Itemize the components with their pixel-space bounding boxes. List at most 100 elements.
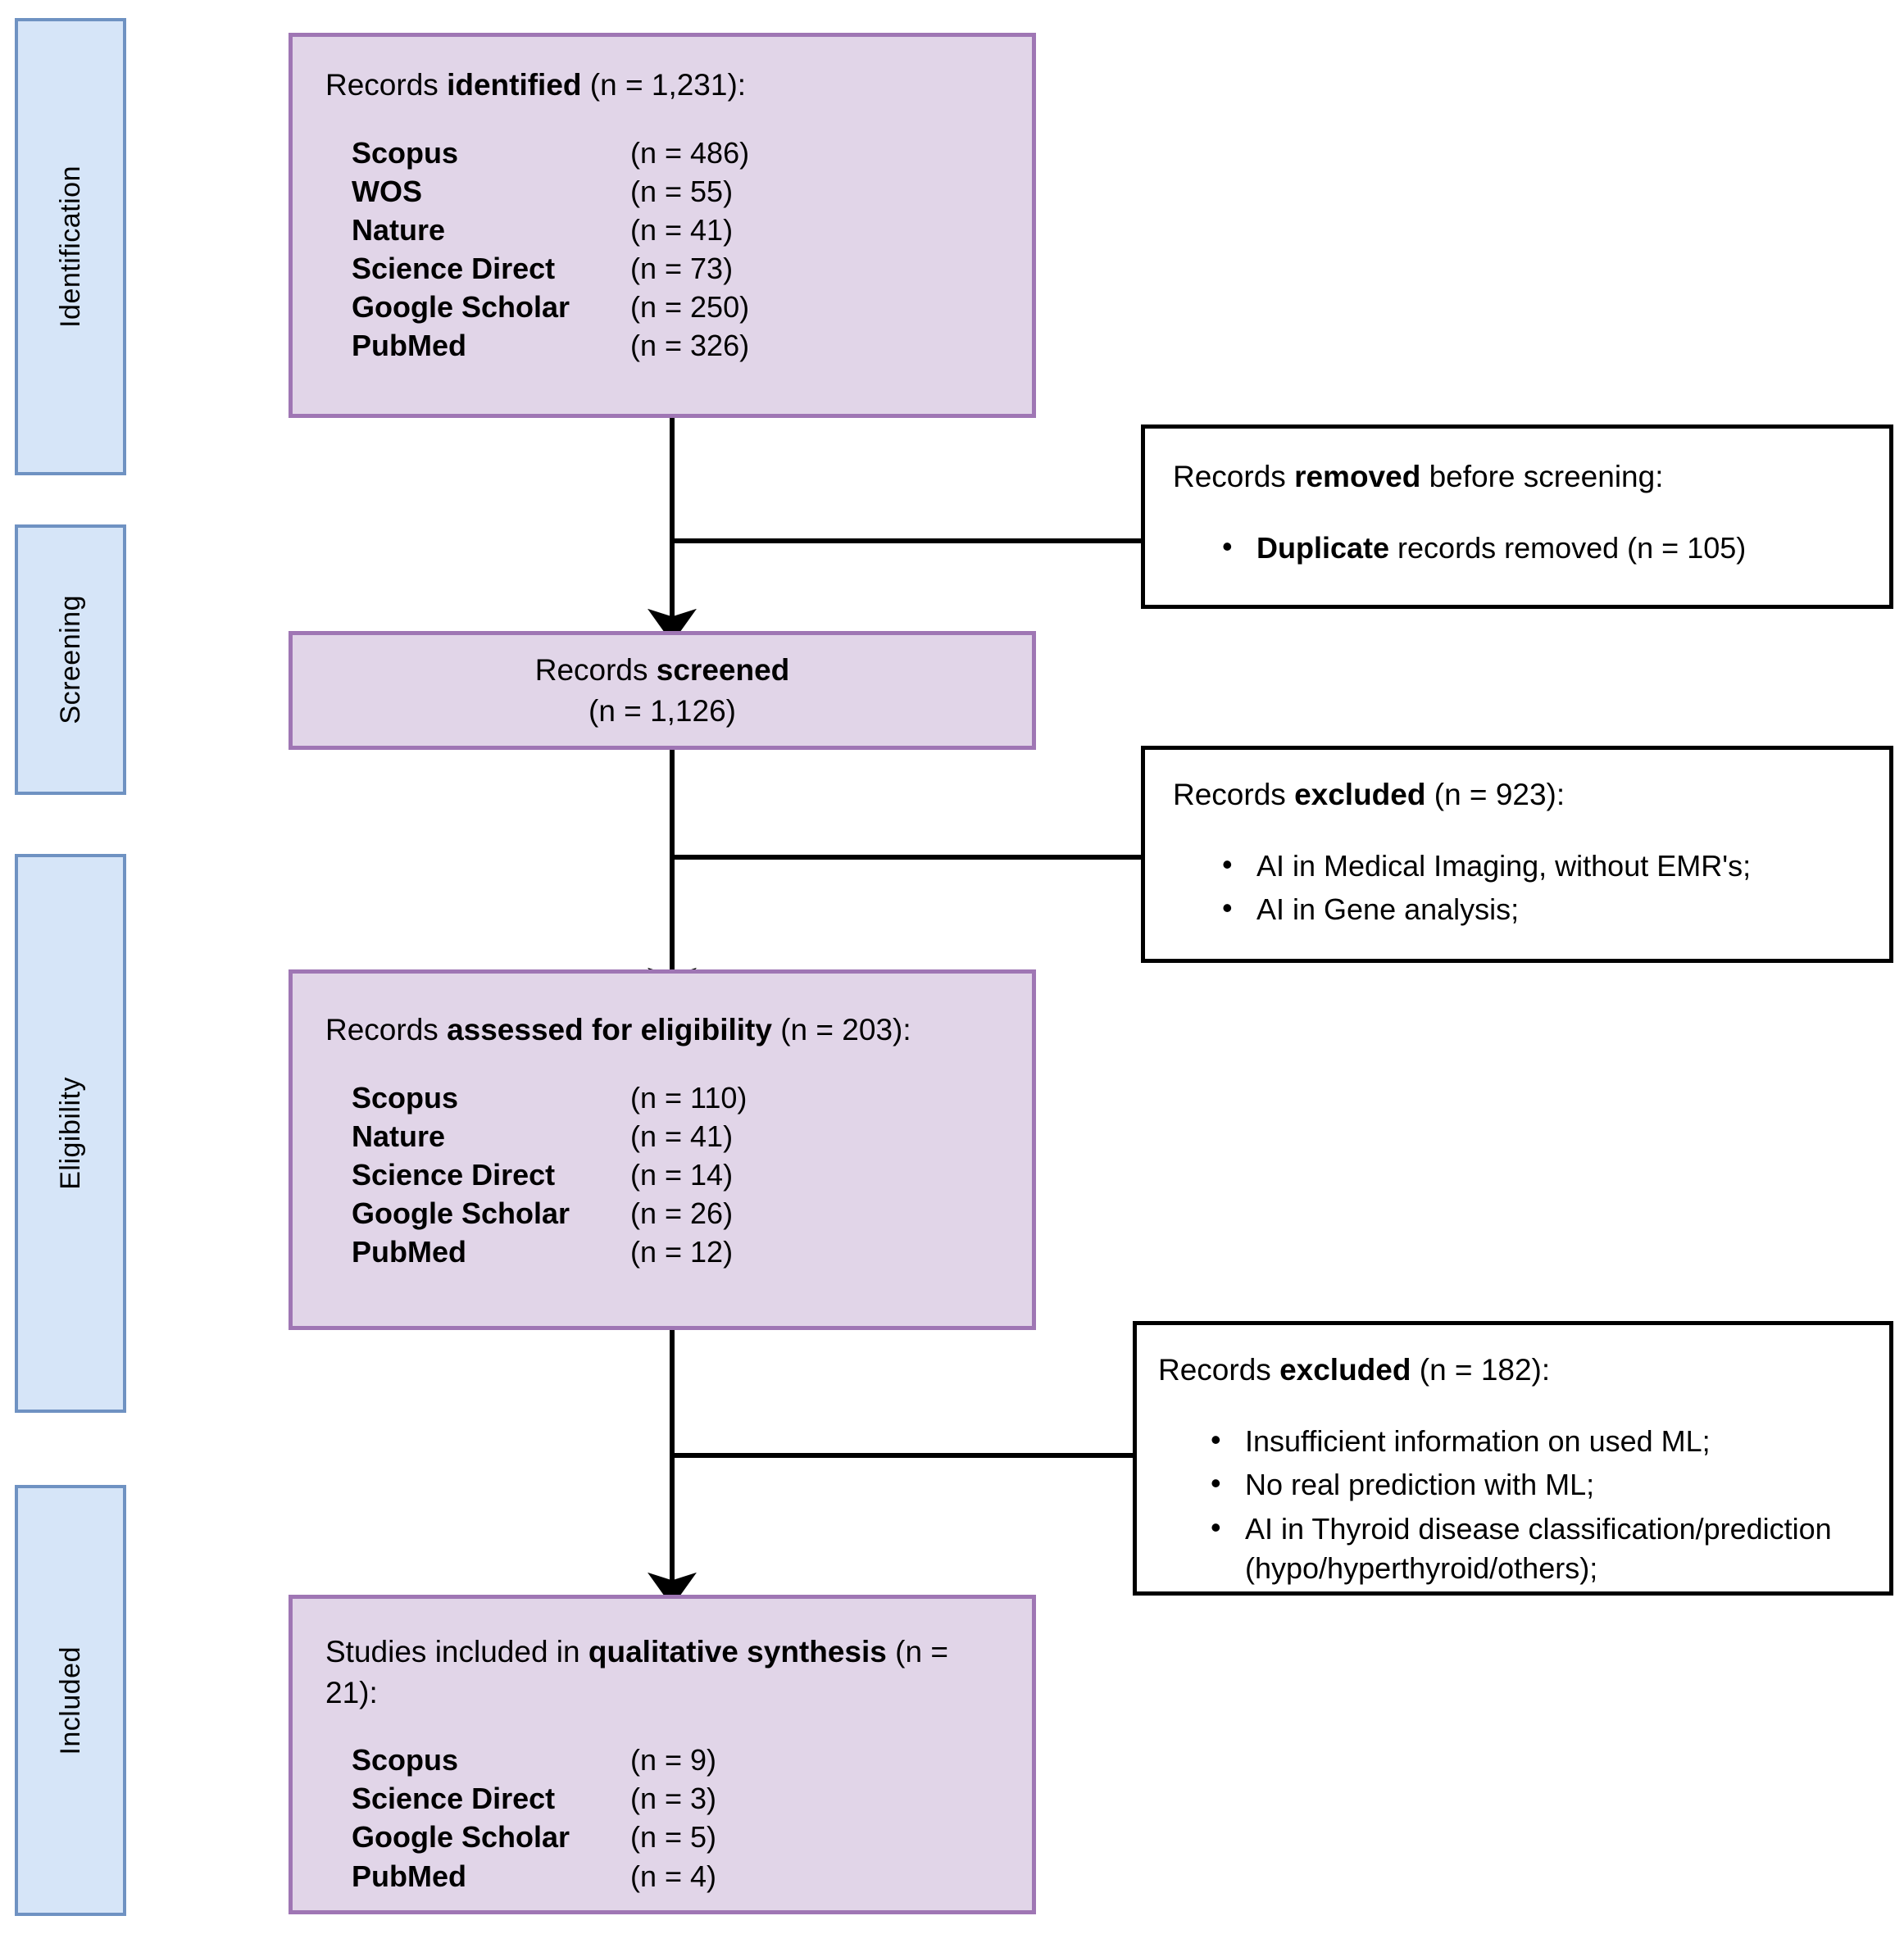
source-count: (n = 9) <box>630 1743 717 1777</box>
source-row: Science Direct (n = 73) <box>352 249 999 288</box>
bullet-text: records removed (n = 105) <box>1389 530 1747 565</box>
source-row: Google Scholar (n = 5) <box>352 1818 999 1856</box>
eligibility-source-list: Scopus (n = 110) Nature (n = 41) Science… <box>352 1078 999 1272</box>
bullet-item: Insufficient information on used ML; <box>1211 1420 1868 1461</box>
source-count: (n = 3) <box>630 1782 717 1816</box>
source-row: Scopus (n = 110) <box>352 1078 999 1117</box>
identification-source-list: Scopus (n = 486) WOS (n = 55) Nature (n … <box>352 134 999 365</box>
heading-emphasis: excluded <box>1279 1353 1411 1387</box>
source-name: Google Scholar <box>352 1820 570 1855</box>
source-row: Science Direct (n = 3) <box>352 1779 999 1818</box>
stage-label-text: Screening <box>54 595 86 724</box>
heading-emphasis: qualitative synthesis <box>588 1635 887 1668</box>
heading-suffix: before screening: <box>1420 460 1664 493</box>
stage-label-screening: Screening <box>15 524 126 795</box>
included-source-list: Scopus (n = 9) Science Direct (n = 3) Go… <box>352 1741 999 1895</box>
bullet-text: AI in Medical Imaging, without EMR's; <box>1256 848 1752 883</box>
source-name: Nature <box>352 212 446 247</box>
heading-suffix: (n = 182): <box>1411 1353 1551 1387</box>
stage-label-text: Identification <box>54 166 86 328</box>
bullet-item: AI in Medical Imaging, without EMR's; <box>1222 845 1861 886</box>
heading-suffix: (n = 203): <box>771 1013 911 1046</box>
source-name: WOS <box>352 174 422 208</box>
bullet-item: AI in Gene analysis; <box>1222 888 1861 929</box>
records-eligibility-box: Records assessed for eligibility (n = 20… <box>289 969 1036 1330</box>
source-count: (n = 110) <box>630 1080 748 1115</box>
source-count: (n = 55) <box>630 174 734 208</box>
source-name: Scopus <box>352 1080 459 1115</box>
records-removed-bullet-list: Duplicate records removed (n = 105) <box>1173 527 1861 568</box>
stage-label-identification: Identification <box>15 18 126 475</box>
source-row: PubMed (n = 326) <box>352 326 999 365</box>
heading-prefix: Studies included in <box>325 1635 588 1668</box>
heading-suffix: (n = 21): <box>325 1635 948 1709</box>
studies-included-box: Studies included in qualitative synthesi… <box>289 1595 1036 1914</box>
records-removed-heading: Records removed before screening: <box>1173 456 1861 497</box>
source-name: PubMed <box>352 1859 466 1893</box>
source-row: Nature (n = 41) <box>352 1117 999 1155</box>
records-identified-heading: Records identified (n = 1,231): <box>325 65 999 106</box>
bullet-text: No real prediction with ML; <box>1245 1468 1595 1502</box>
source-name: PubMed <box>352 329 466 363</box>
source-row: PubMed (n = 12) <box>352 1233 999 1271</box>
bullet-text: Insufficient information on used ML; <box>1245 1423 1711 1458</box>
source-count: (n = 41) <box>630 1119 734 1153</box>
heading-emphasis: assessed for eligibility <box>447 1013 772 1046</box>
source-count: (n = 486) <box>630 135 750 170</box>
heading-suffix: (n = 1,231): <box>581 68 747 102</box>
source-name: Google Scholar <box>352 290 570 325</box>
heading-count: (n = 1,126) <box>588 693 736 728</box>
heading-emphasis: excluded <box>1294 778 1426 811</box>
records-excluded-screening-bullet-list: AI in Medical Imaging, without EMR's; AI… <box>1173 845 1861 930</box>
stage-label-text: Included <box>54 1646 86 1755</box>
records-screened-heading: Records screened (n = 1,126) <box>535 650 790 731</box>
bullet-item: Duplicate records removed (n = 105) <box>1222 527 1861 568</box>
source-count: (n = 14) <box>630 1157 734 1192</box>
studies-included-heading: Studies included in qualitative synthesi… <box>325 1632 999 1713</box>
records-removed-box: Records removed before screening: Duplic… <box>1141 424 1893 609</box>
source-row: WOS (n = 55) <box>352 172 999 211</box>
source-row: Science Direct (n = 14) <box>352 1155 999 1194</box>
heading-prefix: Records <box>534 652 657 687</box>
heading-prefix: Records <box>1173 778 1295 811</box>
source-row: Scopus (n = 486) <box>352 134 999 172</box>
heading-emphasis: removed <box>1294 460 1421 493</box>
stage-label-text: Eligibility <box>54 1077 86 1190</box>
heading-emphasis: screened <box>656 652 790 687</box>
source-name: Nature <box>352 1119 446 1153</box>
stage-label-included: Included <box>15 1485 126 1916</box>
heading-prefix: Records <box>1173 460 1295 493</box>
source-count: (n = 250) <box>630 290 750 325</box>
source-name: Google Scholar <box>352 1196 570 1231</box>
source-count: (n = 4) <box>630 1859 717 1893</box>
source-count: (n = 12) <box>630 1235 734 1269</box>
records-excluded-screening-box: Records excluded (n = 923): AI in Medica… <box>1141 746 1893 963</box>
records-excluded-screening-heading: Records excluded (n = 923): <box>1173 774 1861 815</box>
records-excluded-eligibility-box: Records excluded (n = 182): Insufficient… <box>1133 1321 1893 1596</box>
source-row: Scopus (n = 9) <box>352 1741 999 1779</box>
bullet-emphasis: Duplicate <box>1256 530 1390 565</box>
source-count: (n = 41) <box>630 212 734 247</box>
source-name: Scopus <box>352 1743 459 1777</box>
records-identified-box: Records identified (n = 1,231): Scopus (… <box>289 33 1036 418</box>
records-excluded-eligibility-heading: Records excluded (n = 182): <box>1158 1350 1868 1391</box>
heading-emphasis: identified <box>447 68 582 102</box>
heading-prefix: Records <box>325 1013 448 1046</box>
records-eligibility-heading: Records assessed for eligibility (n = 20… <box>325 1010 999 1051</box>
bullet-text: AI in Thyroid disease classification/pre… <box>1245 1512 1832 1586</box>
bullet-text: AI in Gene analysis; <box>1256 892 1520 927</box>
source-row: Google Scholar (n = 26) <box>352 1194 999 1233</box>
heading-prefix: Records <box>1158 1353 1280 1387</box>
heading-suffix: (n = 923): <box>1425 778 1565 811</box>
source-name: Science Direct <box>352 252 556 286</box>
source-name: Science Direct <box>352 1157 556 1192</box>
source-row: Nature (n = 41) <box>352 211 999 249</box>
stage-label-eligibility: Eligibility <box>15 854 126 1413</box>
records-screened-box: Records screened (n = 1,126) <box>289 631 1036 750</box>
source-name: Scopus <box>352 135 459 170</box>
source-name: Science Direct <box>352 1782 556 1816</box>
source-name: PubMed <box>352 1235 466 1269</box>
source-count: (n = 326) <box>630 329 750 363</box>
source-count: (n = 5) <box>630 1820 717 1855</box>
